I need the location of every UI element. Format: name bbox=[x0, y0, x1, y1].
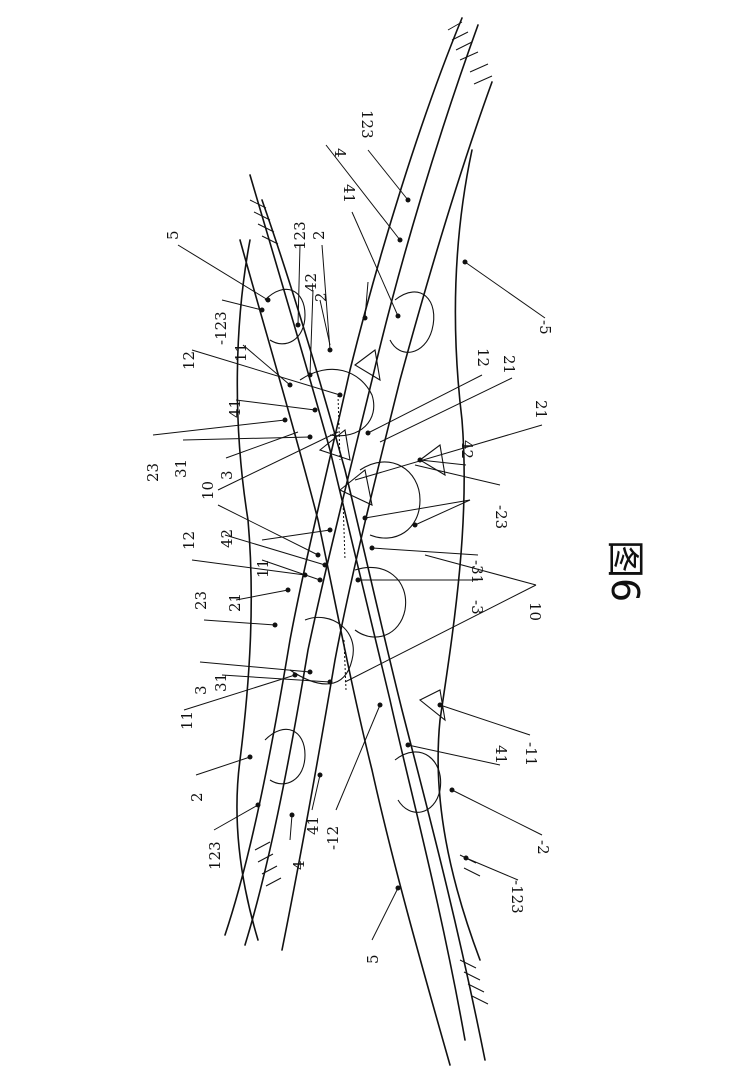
label: -11 bbox=[522, 742, 540, 766]
hatching bbox=[249, 21, 493, 1005]
outer-boundary bbox=[236, 239, 259, 941]
label: 12 bbox=[474, 348, 492, 367]
label: 5 bbox=[364, 954, 382, 964]
ramp bbox=[354, 566, 407, 638]
label: 5 bbox=[164, 230, 182, 240]
label: 41 bbox=[340, 184, 358, 203]
label: 2 bbox=[310, 230, 328, 240]
ramp bbox=[318, 428, 351, 461]
label: -23 bbox=[492, 505, 510, 529]
label: 4 bbox=[331, 148, 349, 158]
label: 42 bbox=[458, 440, 476, 459]
label: 123 bbox=[291, 221, 309, 250]
label: 3 bbox=[218, 470, 236, 480]
label: 10 bbox=[199, 481, 217, 500]
label: 41 bbox=[304, 816, 322, 835]
label: 42 bbox=[302, 273, 320, 292]
label: 21 bbox=[532, 400, 550, 419]
label: 11 bbox=[178, 711, 196, 730]
label: 31 bbox=[172, 459, 190, 478]
main-road-edge bbox=[281, 81, 493, 951]
ramp bbox=[419, 444, 446, 477]
cross-road-edge bbox=[261, 199, 486, 1061]
label: -3 bbox=[468, 600, 486, 615]
label: 4 bbox=[290, 860, 308, 870]
label: 3 bbox=[192, 685, 210, 695]
label: 41 bbox=[492, 745, 510, 764]
label: 12 bbox=[180, 531, 198, 550]
ramp bbox=[264, 288, 306, 345]
label: 2 bbox=[188, 792, 206, 802]
label: 123 bbox=[358, 110, 376, 139]
road-network bbox=[224, 17, 493, 1066]
ramp bbox=[354, 349, 381, 382]
label: 11 bbox=[232, 343, 250, 362]
figure-caption: 图6 bbox=[603, 540, 647, 602]
ramp bbox=[359, 461, 421, 539]
label: -31 bbox=[468, 560, 486, 584]
label: 11 bbox=[254, 559, 272, 578]
main-road-edge bbox=[224, 17, 463, 936]
ramp bbox=[338, 469, 373, 506]
label: 10 bbox=[526, 602, 544, 621]
label: 23 bbox=[192, 591, 210, 610]
ramp bbox=[299, 368, 375, 437]
label: -12 bbox=[324, 826, 342, 850]
label-group-right: 4 123 41 -5 12 21 21 42 -23 -31 -3 10 -1… bbox=[325, 110, 554, 914]
label: 12 bbox=[180, 351, 198, 370]
label: 123 bbox=[206, 841, 224, 870]
ramp bbox=[289, 616, 354, 685]
label: 2 bbox=[312, 292, 330, 302]
label: 41 bbox=[226, 399, 244, 418]
label: -123 bbox=[508, 880, 526, 914]
label: 21 bbox=[500, 355, 518, 374]
label: -5 bbox=[536, 320, 554, 335]
ramp bbox=[389, 291, 435, 353]
label: -123 bbox=[212, 311, 230, 345]
label: 42 bbox=[218, 529, 236, 548]
dashed-connector bbox=[337, 394, 341, 461]
cross-road-edge bbox=[249, 174, 466, 1041]
label: 23 bbox=[144, 463, 162, 482]
ramp bbox=[264, 728, 306, 785]
main-road-edge bbox=[244, 24, 479, 946]
label: -2 bbox=[534, 840, 552, 855]
label-group-left: 5 123 2 42 2 -123 11 12 41 23 31 3 10 42… bbox=[144, 221, 401, 964]
outer-boundary bbox=[437, 149, 481, 961]
label: 31 bbox=[212, 673, 230, 692]
label: 21 bbox=[226, 593, 244, 612]
ramp bbox=[394, 751, 442, 813]
